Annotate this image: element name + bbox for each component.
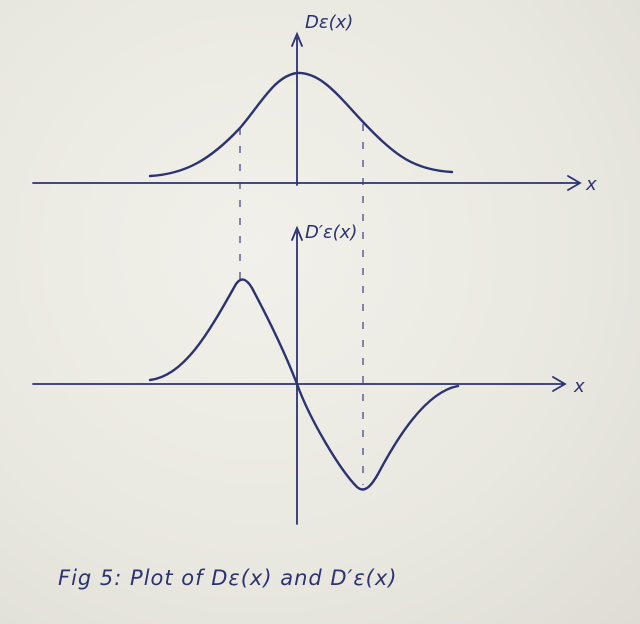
bottom-x-arrow — [552, 376, 567, 392]
bottom-y-arrow — [291, 225, 303, 241]
top-x-label: x — [585, 174, 597, 195]
bottom-x-label: x — [573, 376, 585, 397]
derivative-curve — [148, 278, 460, 491]
figure-caption: Fig 5: Plot of Dε(x) and D′ε(x) — [58, 566, 398, 590]
bell-curve — [148, 71, 454, 178]
bottom-y-label: D′ε(x) — [305, 222, 358, 243]
top-y-label: Dε(x) — [305, 12, 354, 33]
top-plot: x — [32, 31, 597, 195]
top-y-arrow — [291, 31, 303, 47]
top-x-arrow — [567, 175, 582, 191]
bottom-plot: x — [32, 225, 585, 525]
